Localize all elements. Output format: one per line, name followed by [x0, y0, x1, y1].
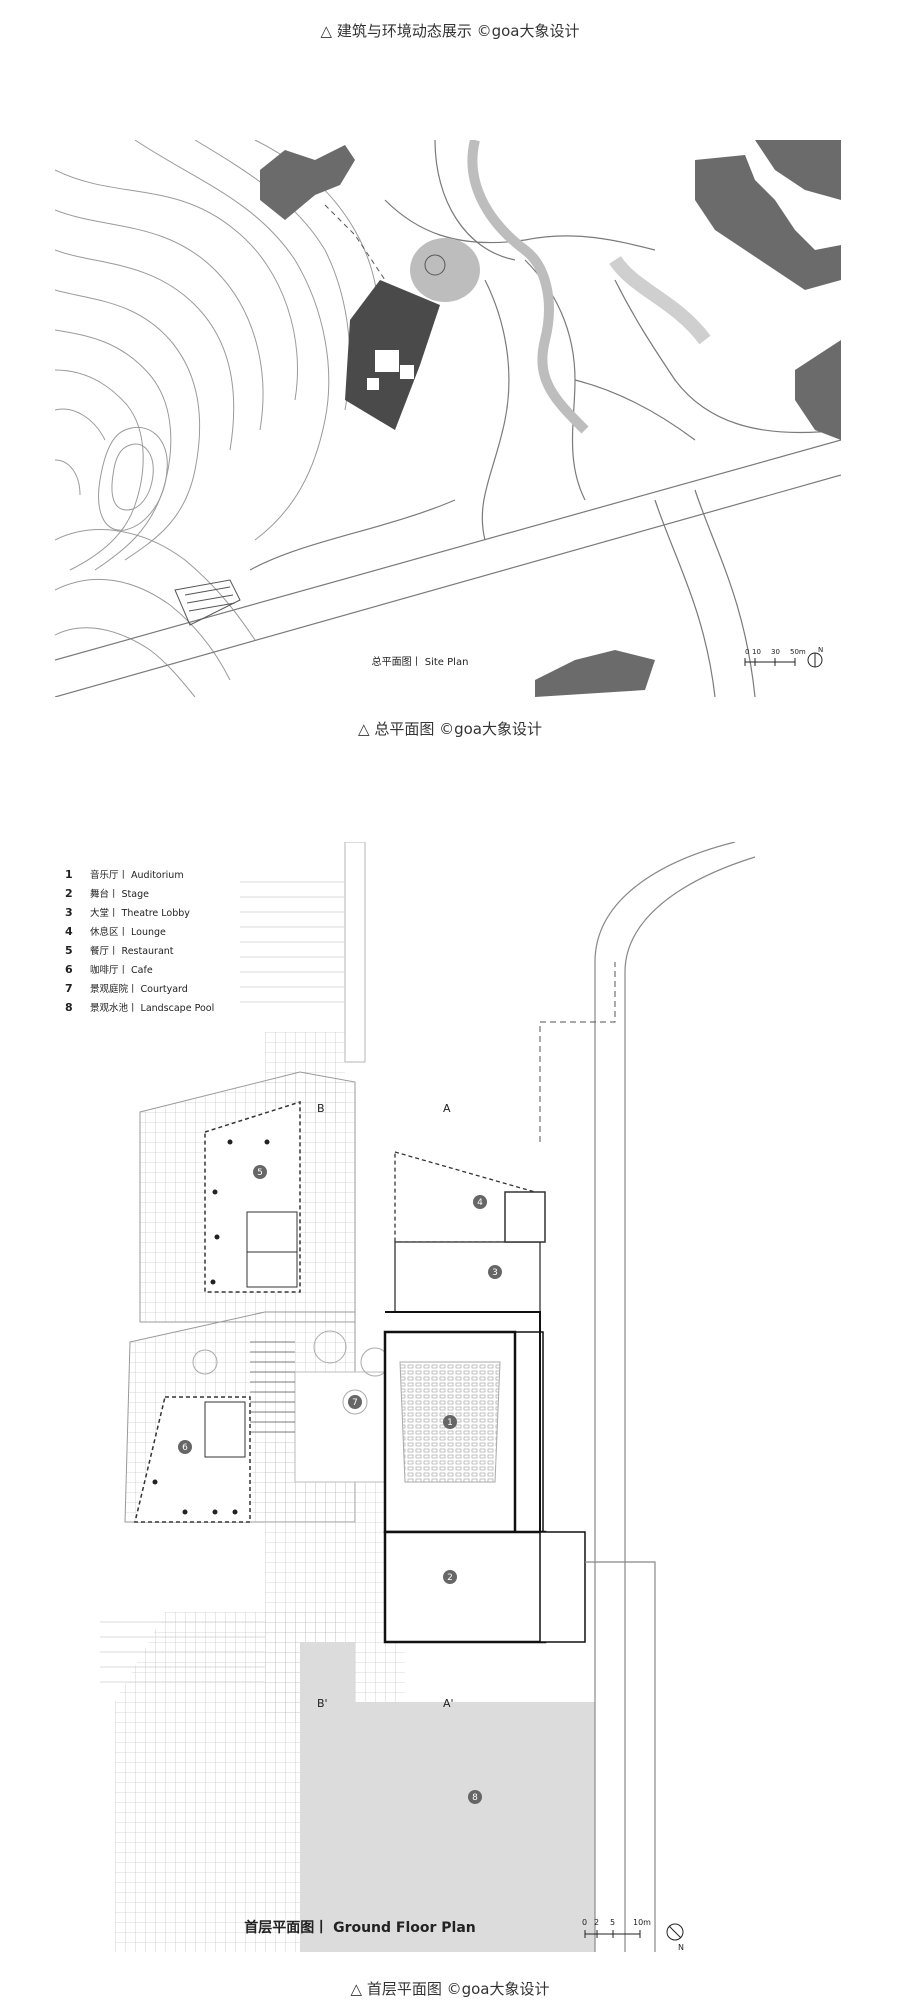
svg-text:10m: 10m	[633, 1918, 651, 1927]
caption-site-plan: △ 总平面图 ©goa大象设计	[358, 720, 542, 738]
auditorium	[383, 1311, 544, 1534]
east-road	[585, 842, 756, 1952]
roads	[55, 140, 841, 697]
svg-text:2: 2	[65, 887, 73, 900]
svg-text:50m: 50m	[790, 648, 806, 656]
caption-ground-plan: △ 首层平面图 ©goa大象设计	[350, 1980, 550, 1998]
site-north-arrow-icon: N	[807, 646, 823, 668]
legend: 1 音乐厅丨 Auditorium 2 舞台丨 Stage 3 大堂丨 Thea…	[65, 868, 214, 1014]
svg-text:3: 3	[492, 1268, 498, 1278]
svg-text:5: 5	[257, 1168, 263, 1178]
theatre-lobby	[394, 1241, 541, 1313]
svg-text:B': B'	[317, 1697, 328, 1710]
svg-text:1: 1	[447, 1418, 453, 1428]
svg-text:休息区丨 Lounge: 休息区丨 Lounge	[90, 926, 166, 938]
ground-plan-title: 首层平面图丨 Ground Floor Plan	[244, 1919, 476, 1936]
site-plan-drawing: 总平面图丨 Site Plan 0 10 30 50m N	[55, 140, 841, 697]
section-markers: B A B' A'	[317, 1102, 454, 1710]
project-building	[345, 238, 480, 430]
svg-text:30: 30	[771, 648, 780, 656]
svg-text:3: 3	[65, 906, 73, 919]
svg-text:5: 5	[65, 944, 73, 957]
svg-text:音乐厅丨 Auditorium: 音乐厅丨 Auditorium	[90, 869, 184, 881]
svg-text:8: 8	[472, 1793, 478, 1803]
svg-text:景观庭院丨 Courtyard: 景观庭院丨 Courtyard	[90, 983, 188, 995]
site-plan-title: 总平面图丨 Site Plan	[372, 655, 469, 668]
existing-buildings	[260, 140, 841, 697]
courtyard	[294, 1371, 396, 1483]
svg-text:8: 8	[65, 1001, 73, 1014]
svg-text:N: N	[678, 1943, 684, 1952]
parking	[174, 579, 241, 626]
contour-lines	[55, 140, 381, 697]
ground-scale-bar: 0 2 5 10m	[582, 1918, 651, 1938]
landscape-pool	[355, 1702, 595, 1952]
caption-dynamic: △ 建筑与环境动态展示 ©goa大象设计	[320, 22, 580, 40]
site-scale-bar: 0 10 30 50m	[744, 648, 806, 666]
svg-text:4: 4	[65, 925, 73, 938]
svg-text:N: N	[818, 646, 823, 654]
svg-text:A: A	[443, 1102, 451, 1115]
svg-text:6: 6	[182, 1443, 188, 1453]
svg-text:咖啡厅丨 Cafe: 咖啡厅丨 Cafe	[90, 964, 153, 976]
svg-text:2: 2	[447, 1573, 453, 1583]
lounge	[394, 1151, 536, 1243]
stage	[383, 1530, 547, 1644]
svg-text:7: 7	[352, 1398, 358, 1408]
svg-text:10: 10	[752, 648, 761, 656]
svg-text:景观水池丨 Landscape Pool: 景观水池丨 Landscape Pool	[90, 1002, 214, 1014]
ground-north-arrow-icon: N	[666, 1923, 684, 1952]
svg-text:餐厅丨 Restaurant: 餐厅丨 Restaurant	[90, 945, 174, 957]
svg-text:A': A'	[443, 1697, 454, 1710]
svg-text:5: 5	[610, 1918, 615, 1927]
room-number-markers: 5 4 3 7 1 6 2 8	[178, 1165, 502, 1804]
svg-text:0: 0	[745, 648, 749, 656]
top-deck-lines	[240, 881, 345, 1003]
svg-text:B: B	[317, 1102, 325, 1115]
svg-text:0: 0	[582, 1918, 587, 1927]
svg-text:舞台丨 Stage: 舞台丨 Stage	[90, 888, 149, 900]
svg-text:2: 2	[594, 1918, 599, 1927]
ground-floor-plan-drawing: 1 音乐厅丨 Auditorium 2 舞台丨 Stage 3 大堂丨 Thea…	[65, 842, 756, 1952]
svg-text:大堂丨 Theatre Lobby: 大堂丨 Theatre Lobby	[90, 907, 190, 919]
svg-text:4: 4	[477, 1198, 483, 1208]
stream	[467, 140, 589, 434]
svg-text:7: 7	[65, 982, 73, 995]
svg-text:1: 1	[65, 868, 73, 881]
svg-text:6: 6	[65, 963, 73, 976]
